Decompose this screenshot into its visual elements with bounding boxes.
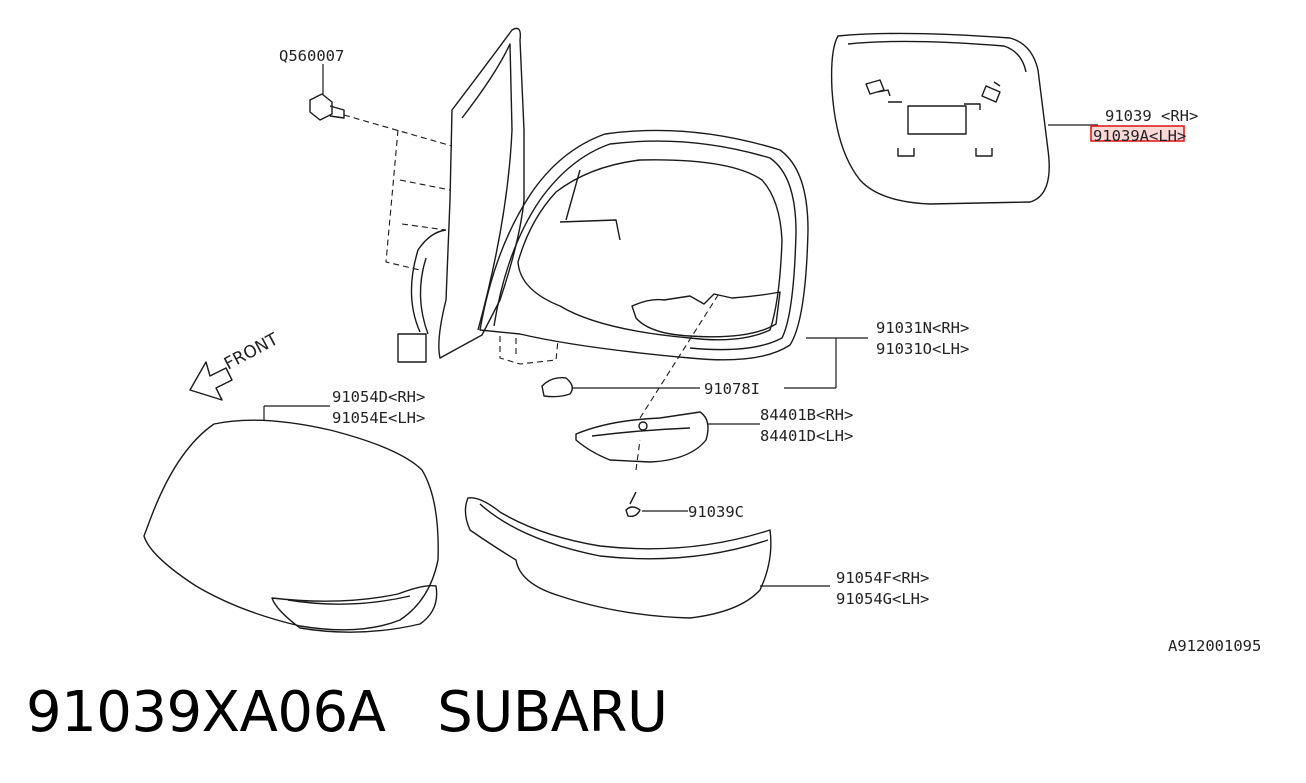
turn-lamp <box>575 291 760 471</box>
label-front: FRONT <box>221 329 282 374</box>
label-lamp-rh: 84401B<RH> <box>760 406 853 424</box>
label-pad: 91078I <box>704 380 760 398</box>
figure-id: A912001095 <box>1168 637 1261 655</box>
part-caption: 91039XA06A SUBARU <box>26 680 668 745</box>
mirror-glass <box>830 32 1098 205</box>
mirror-cover <box>143 405 439 633</box>
highlight-box <box>1090 125 1185 142</box>
label-glass-lh: 91039A<LH> <box>1093 127 1186 145</box>
label-glass-rh: 91039 <RH> <box>1105 107 1198 125</box>
label-cover-lh: 91054E<LH> <box>332 409 425 427</box>
front-arrow-icon <box>189 361 233 401</box>
pad <box>541 376 836 398</box>
label-garnish-rh: 91054F<RH> <box>836 569 929 587</box>
bolt <box>309 64 345 121</box>
mirror-body <box>343 27 868 388</box>
label-screw: 91039C <box>688 503 744 521</box>
lower-garnish <box>464 497 830 619</box>
label-cover-rh: 91054D<RH> <box>332 388 425 406</box>
screw <box>625 491 688 518</box>
label-garnish-lh: 91054G<LH> <box>836 590 929 608</box>
label-body-rh: 91031N<RH> <box>876 319 969 337</box>
label-lamp-lh: 84401D<LH> <box>760 427 853 445</box>
label-bolt: Q560007 <box>279 47 344 65</box>
label-body-lh: 91031O<LH> <box>876 340 969 358</box>
